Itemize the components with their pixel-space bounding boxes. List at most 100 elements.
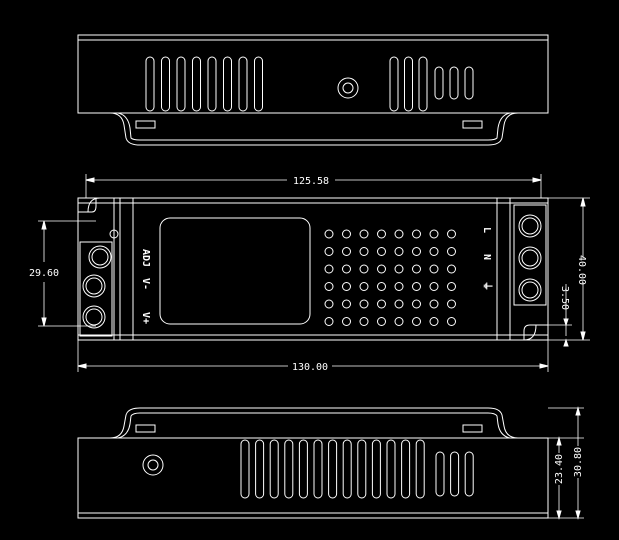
terminal-screw-n	[518, 246, 542, 270]
vent-slot	[313, 439, 323, 499]
dimension-offset: 3.50	[548, 284, 572, 347]
dimension-bottom-outer-height-label: 30.80	[573, 447, 584, 477]
vent-hole	[359, 229, 369, 239]
vent-hole	[359, 247, 369, 256]
terminal-screw-adj-inner	[91, 248, 109, 266]
vent-slot	[389, 56, 399, 112]
vent-hole	[377, 247, 386, 256]
terminal-screw-adj	[88, 245, 112, 269]
vent-hole	[447, 247, 456, 256]
vent-slot	[223, 56, 232, 112]
top-view-screw-inner	[342, 82, 354, 94]
vent-hole	[394, 264, 404, 274]
vent-hole	[342, 317, 351, 326]
vent-hole	[429, 247, 439, 256]
top-view-body	[77, 34, 549, 114]
vent-hole	[324, 247, 334, 256]
vent-slot	[254, 56, 263, 112]
dimension-right-height: 40.00	[548, 197, 590, 341]
vent-slot	[238, 56, 248, 112]
vent-slot-short	[435, 451, 445, 497]
left-mounting-notch	[78, 198, 97, 213]
vent-slot	[298, 439, 308, 499]
vent-slot	[371, 439, 381, 499]
vent-hole	[359, 264, 369, 274]
vent-hole	[342, 282, 351, 291]
bottom-view-body	[77, 437, 549, 519]
vent-slot	[269, 439, 279, 499]
vent-slot	[176, 56, 186, 112]
vent-hole	[394, 229, 404, 239]
vent-hole	[447, 282, 456, 291]
vent-hole	[342, 264, 351, 274]
plan-view-body	[77, 197, 549, 341]
left-mounting-notch-curve	[87, 197, 101, 213]
dimension-left-height-label: 29.60	[29, 268, 59, 279]
top-view-screw-outer	[337, 77, 359, 99]
vent-slot	[415, 439, 425, 499]
vent-hole	[412, 264, 421, 274]
vent-hole	[377, 282, 386, 291]
label-v-plus: V+	[140, 312, 151, 324]
vent-slot	[418, 56, 428, 112]
top-view-vents-right	[389, 56, 474, 112]
bottom-view-screw-inner	[147, 459, 159, 471]
vent-slot	[161, 56, 170, 112]
bottom-view-slot-left	[135, 424, 156, 433]
vent-hole	[324, 229, 334, 239]
dimension-bottom-width: 130.00	[77, 340, 549, 373]
vent-hole	[342, 299, 351, 309]
bottom-view-mounting-flange-inner	[117, 412, 511, 439]
terminal-screw-v-minus	[82, 274, 106, 298]
vent-slot-short	[434, 66, 444, 100]
right-mounting-notch	[523, 324, 548, 340]
vent-hole	[342, 247, 351, 256]
vent-hole	[324, 282, 334, 291]
dimension-bottom-heights: 23.40 30.80	[548, 406, 585, 520]
vent-slot-short	[464, 451, 474, 497]
vent-hole	[447, 229, 456, 239]
vent-hole	[447, 317, 456, 326]
vent-hole	[377, 317, 386, 326]
terminal-screw-ground	[518, 278, 542, 302]
bottom-view-screw-outer	[142, 454, 164, 476]
vent-hole	[412, 229, 421, 239]
vent-slot	[145, 56, 155, 112]
vent-hole	[359, 299, 369, 309]
left-terminal-housing	[79, 241, 113, 337]
vent-slot	[386, 439, 396, 499]
label-adj: ADJ	[140, 249, 151, 267]
top-view-vents-left	[145, 56, 263, 112]
vent-slot	[357, 439, 367, 499]
vent-hole	[429, 282, 439, 291]
vent-hole	[359, 317, 369, 326]
vent-slot	[255, 439, 265, 499]
vent-hole	[412, 317, 421, 326]
bottom-view-slot-right	[462, 424, 483, 433]
vent-hole	[359, 282, 369, 291]
terminal-screw-l-inner	[521, 217, 539, 235]
bottom-view-mounting-flange	[78, 407, 548, 439]
vent-slot	[240, 439, 250, 499]
vent-hole	[429, 229, 439, 239]
vent-slot	[401, 439, 411, 499]
top-view-slot-left	[135, 120, 156, 129]
dimension-right-height-label: 40.00	[576, 255, 587, 285]
adj-potentiometer	[109, 229, 119, 239]
vent-slot	[192, 56, 201, 112]
label-l: L	[481, 227, 492, 233]
right-terminal-housing	[513, 204, 547, 306]
vent-hole	[412, 299, 421, 309]
vent-hole	[429, 317, 439, 326]
vent-hole-grid	[324, 229, 456, 326]
label-v-minus: V-	[140, 278, 151, 290]
vent-hole	[447, 299, 456, 309]
vent-slot-short	[464, 66, 474, 100]
dimension-top-width: 125.58	[85, 174, 542, 198]
vent-hole	[394, 317, 404, 326]
top-view-mounting-flange	[78, 112, 548, 146]
vent-hole	[394, 247, 404, 256]
dimension-left-height: 29.60	[29, 220, 96, 327]
vent-hole	[324, 299, 334, 309]
